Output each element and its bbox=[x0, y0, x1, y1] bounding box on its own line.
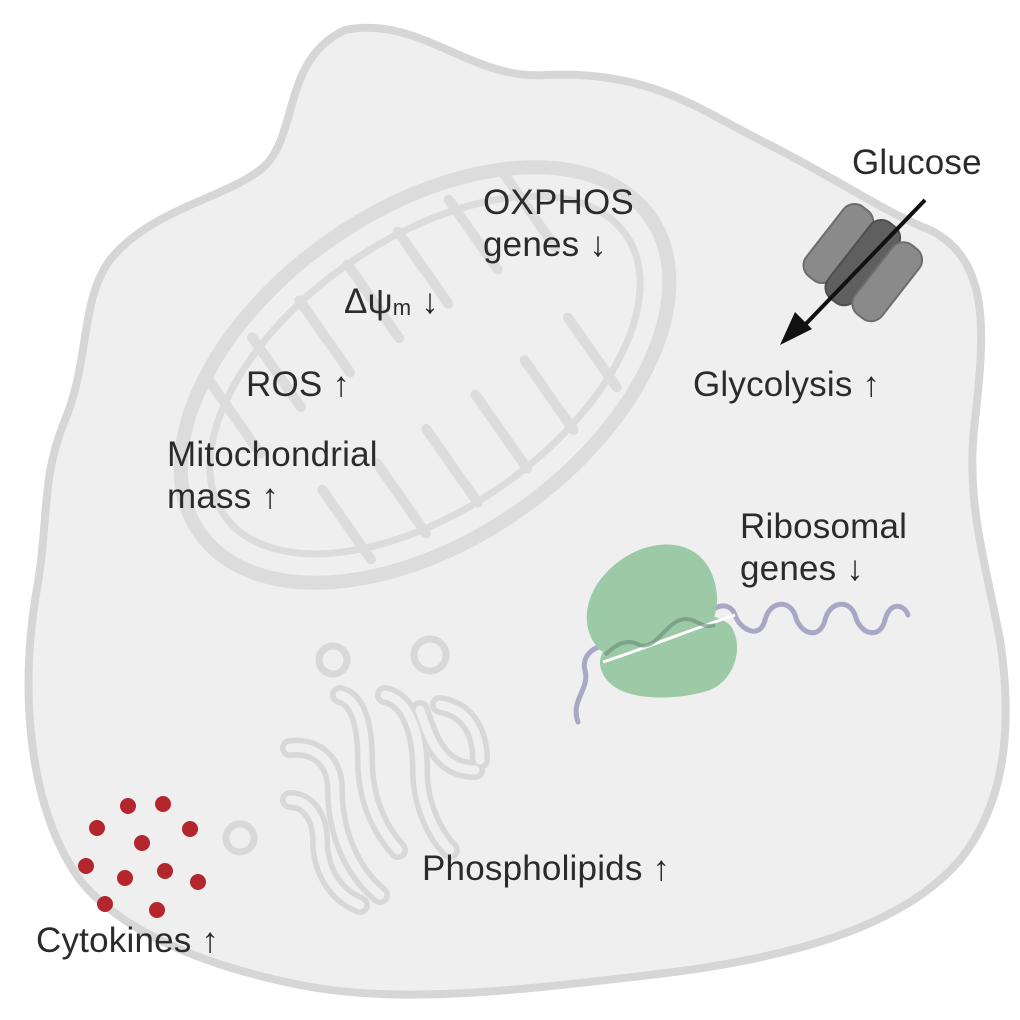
oxphos-genes-line1: OXPHOS bbox=[483, 183, 634, 222]
mitochondrial-mass-line2: mass ↑ bbox=[167, 477, 280, 516]
membrane-potential-arrow: ↓ bbox=[411, 282, 439, 321]
ribosomal-genes-label: Ribosomal genes ↓ bbox=[740, 506, 907, 590]
glucose-uptake-arrow bbox=[780, 198, 927, 345]
ribosome bbox=[586, 544, 738, 698]
cytokine-dot bbox=[134, 835, 150, 851]
membrane-potential-symbol: Δψ bbox=[344, 282, 393, 321]
glucose-label: Glucose bbox=[852, 143, 982, 182]
membrane-potential-subscript: m bbox=[392, 295, 412, 320]
cytokine-dot bbox=[120, 798, 136, 814]
ribosomal-genes-line1: Ribosomal bbox=[740, 507, 908, 546]
cytokine-dot bbox=[190, 874, 206, 890]
cytokine-dot bbox=[182, 821, 198, 837]
oxphos-genes-label: OXPHOS genes ↓ bbox=[483, 182, 634, 266]
phospholipids-label: Phospholipids ↑ bbox=[422, 849, 671, 888]
oxphos-genes-line2: genes ↓ bbox=[483, 225, 607, 264]
cytokine-dot bbox=[78, 858, 94, 874]
cytokine-dot bbox=[149, 902, 165, 918]
cytokine-dot bbox=[157, 863, 173, 879]
mitochondrion-cristae bbox=[203, 168, 622, 565]
mitochondrial-mass-line1: Mitochondrial bbox=[167, 435, 378, 474]
mitochondrial-mass-label: Mitochondrial mass ↑ bbox=[167, 434, 378, 518]
cytokine-particles bbox=[78, 796, 206, 918]
cytokine-dot bbox=[97, 896, 113, 912]
membrane-potential-label: Δψm ↓ bbox=[344, 281, 439, 323]
cytokine-dot bbox=[155, 796, 171, 812]
mitochondrion bbox=[173, 160, 677, 590]
glycolysis-label: Glycolysis ↑ bbox=[693, 365, 881, 404]
cytokine-dot bbox=[89, 820, 105, 836]
ros-label: ROS ↑ bbox=[246, 365, 351, 404]
golgi-apparatus-inner bbox=[285, 690, 485, 910]
cytokines-label: Cytokines ↑ bbox=[36, 921, 220, 960]
cytokine-dot bbox=[117, 870, 133, 886]
ribosomal-genes-line2: genes ↓ bbox=[740, 549, 864, 588]
